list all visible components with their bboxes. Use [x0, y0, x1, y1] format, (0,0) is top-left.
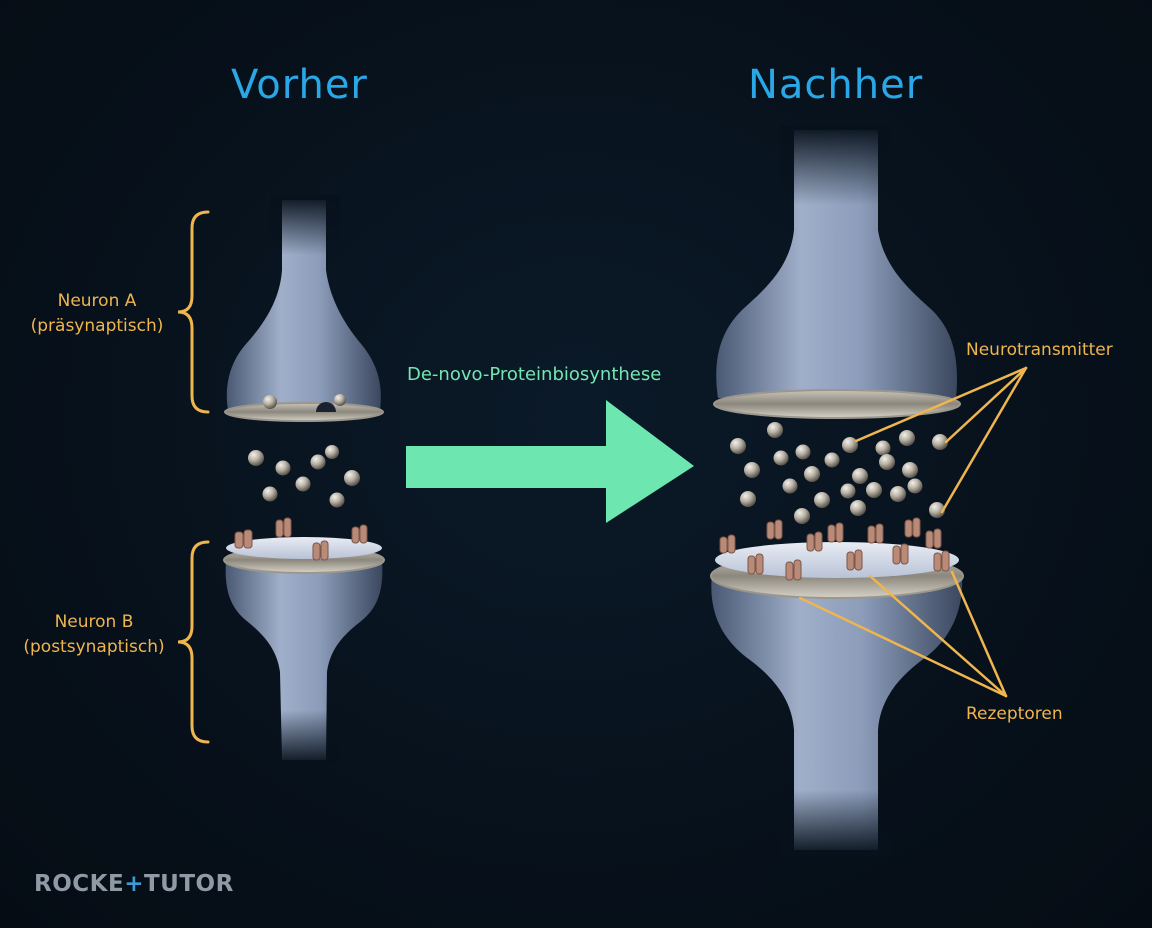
brand-part1: ROCKE — [34, 871, 125, 897]
brand-logo: ROCKE+TUTOR — [34, 871, 234, 897]
title-before: Vorher — [231, 62, 368, 108]
neurotransmitter-callout-lines — [854, 366, 1028, 514]
vesicles-after — [730, 422, 948, 524]
title-after: Nachher — [748, 62, 924, 108]
label-neurotransmitter: Neurotransmitter — [966, 340, 1113, 360]
label-neuron-b-name: Neuron B — [54, 612, 134, 632]
brand-part2: TUTOR — [143, 871, 234, 897]
label-neuron-a-type: (präsynaptisch) — [30, 316, 164, 336]
neuron-a-before — [224, 195, 384, 422]
neuron-a-after — [713, 125, 961, 419]
neuron-b-before — [223, 517, 385, 765]
label-process: De-novo-Proteinbiosynthese — [407, 364, 662, 385]
brand-plus: + — [124, 871, 144, 897]
label-neuron-b: Neuron B (postsynaptisch) — [8, 610, 180, 660]
label-neuron-b-type: (postsynaptisch) — [23, 637, 165, 657]
brace-neuron-a — [177, 210, 210, 414]
label-neuron-a-name: Neuron A — [57, 291, 137, 311]
label-receptors: Rezeptoren — [966, 704, 1063, 724]
transition-arrow — [406, 400, 694, 523]
neuron-b-after — [710, 517, 964, 856]
vesicles-before — [248, 445, 360, 508]
receptor-callout-lines — [798, 570, 1008, 698]
label-neuron-a: Neuron A (präsynaptisch) — [14, 289, 180, 339]
brace-neuron-b — [177, 540, 210, 744]
